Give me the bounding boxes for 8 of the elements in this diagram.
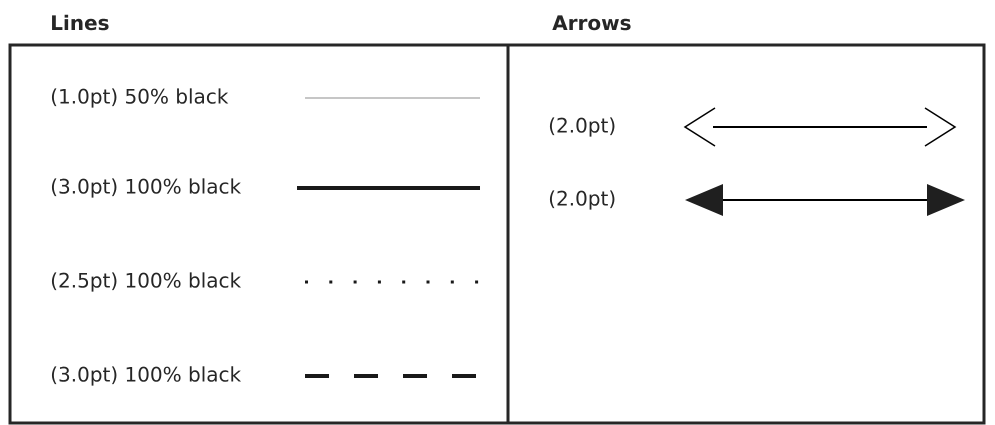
legend-label: (3.0pt) 100% black bbox=[52, 178, 242, 198]
node-label: Arrows bbox=[552, 15, 631, 30]
legend-label: (1.0pt) 50% black bbox=[52, 88, 228, 108]
legend-label: (2.0pt) bbox=[550, 190, 614, 210]
legend-label: (2.5pt) 100% black bbox=[52, 272, 242, 292]
legend-label: (2.0pt) bbox=[550, 117, 614, 137]
node-label: Lines bbox=[52, 14, 109, 30]
legend-label: (3.0pt) 100% black bbox=[52, 366, 242, 386]
